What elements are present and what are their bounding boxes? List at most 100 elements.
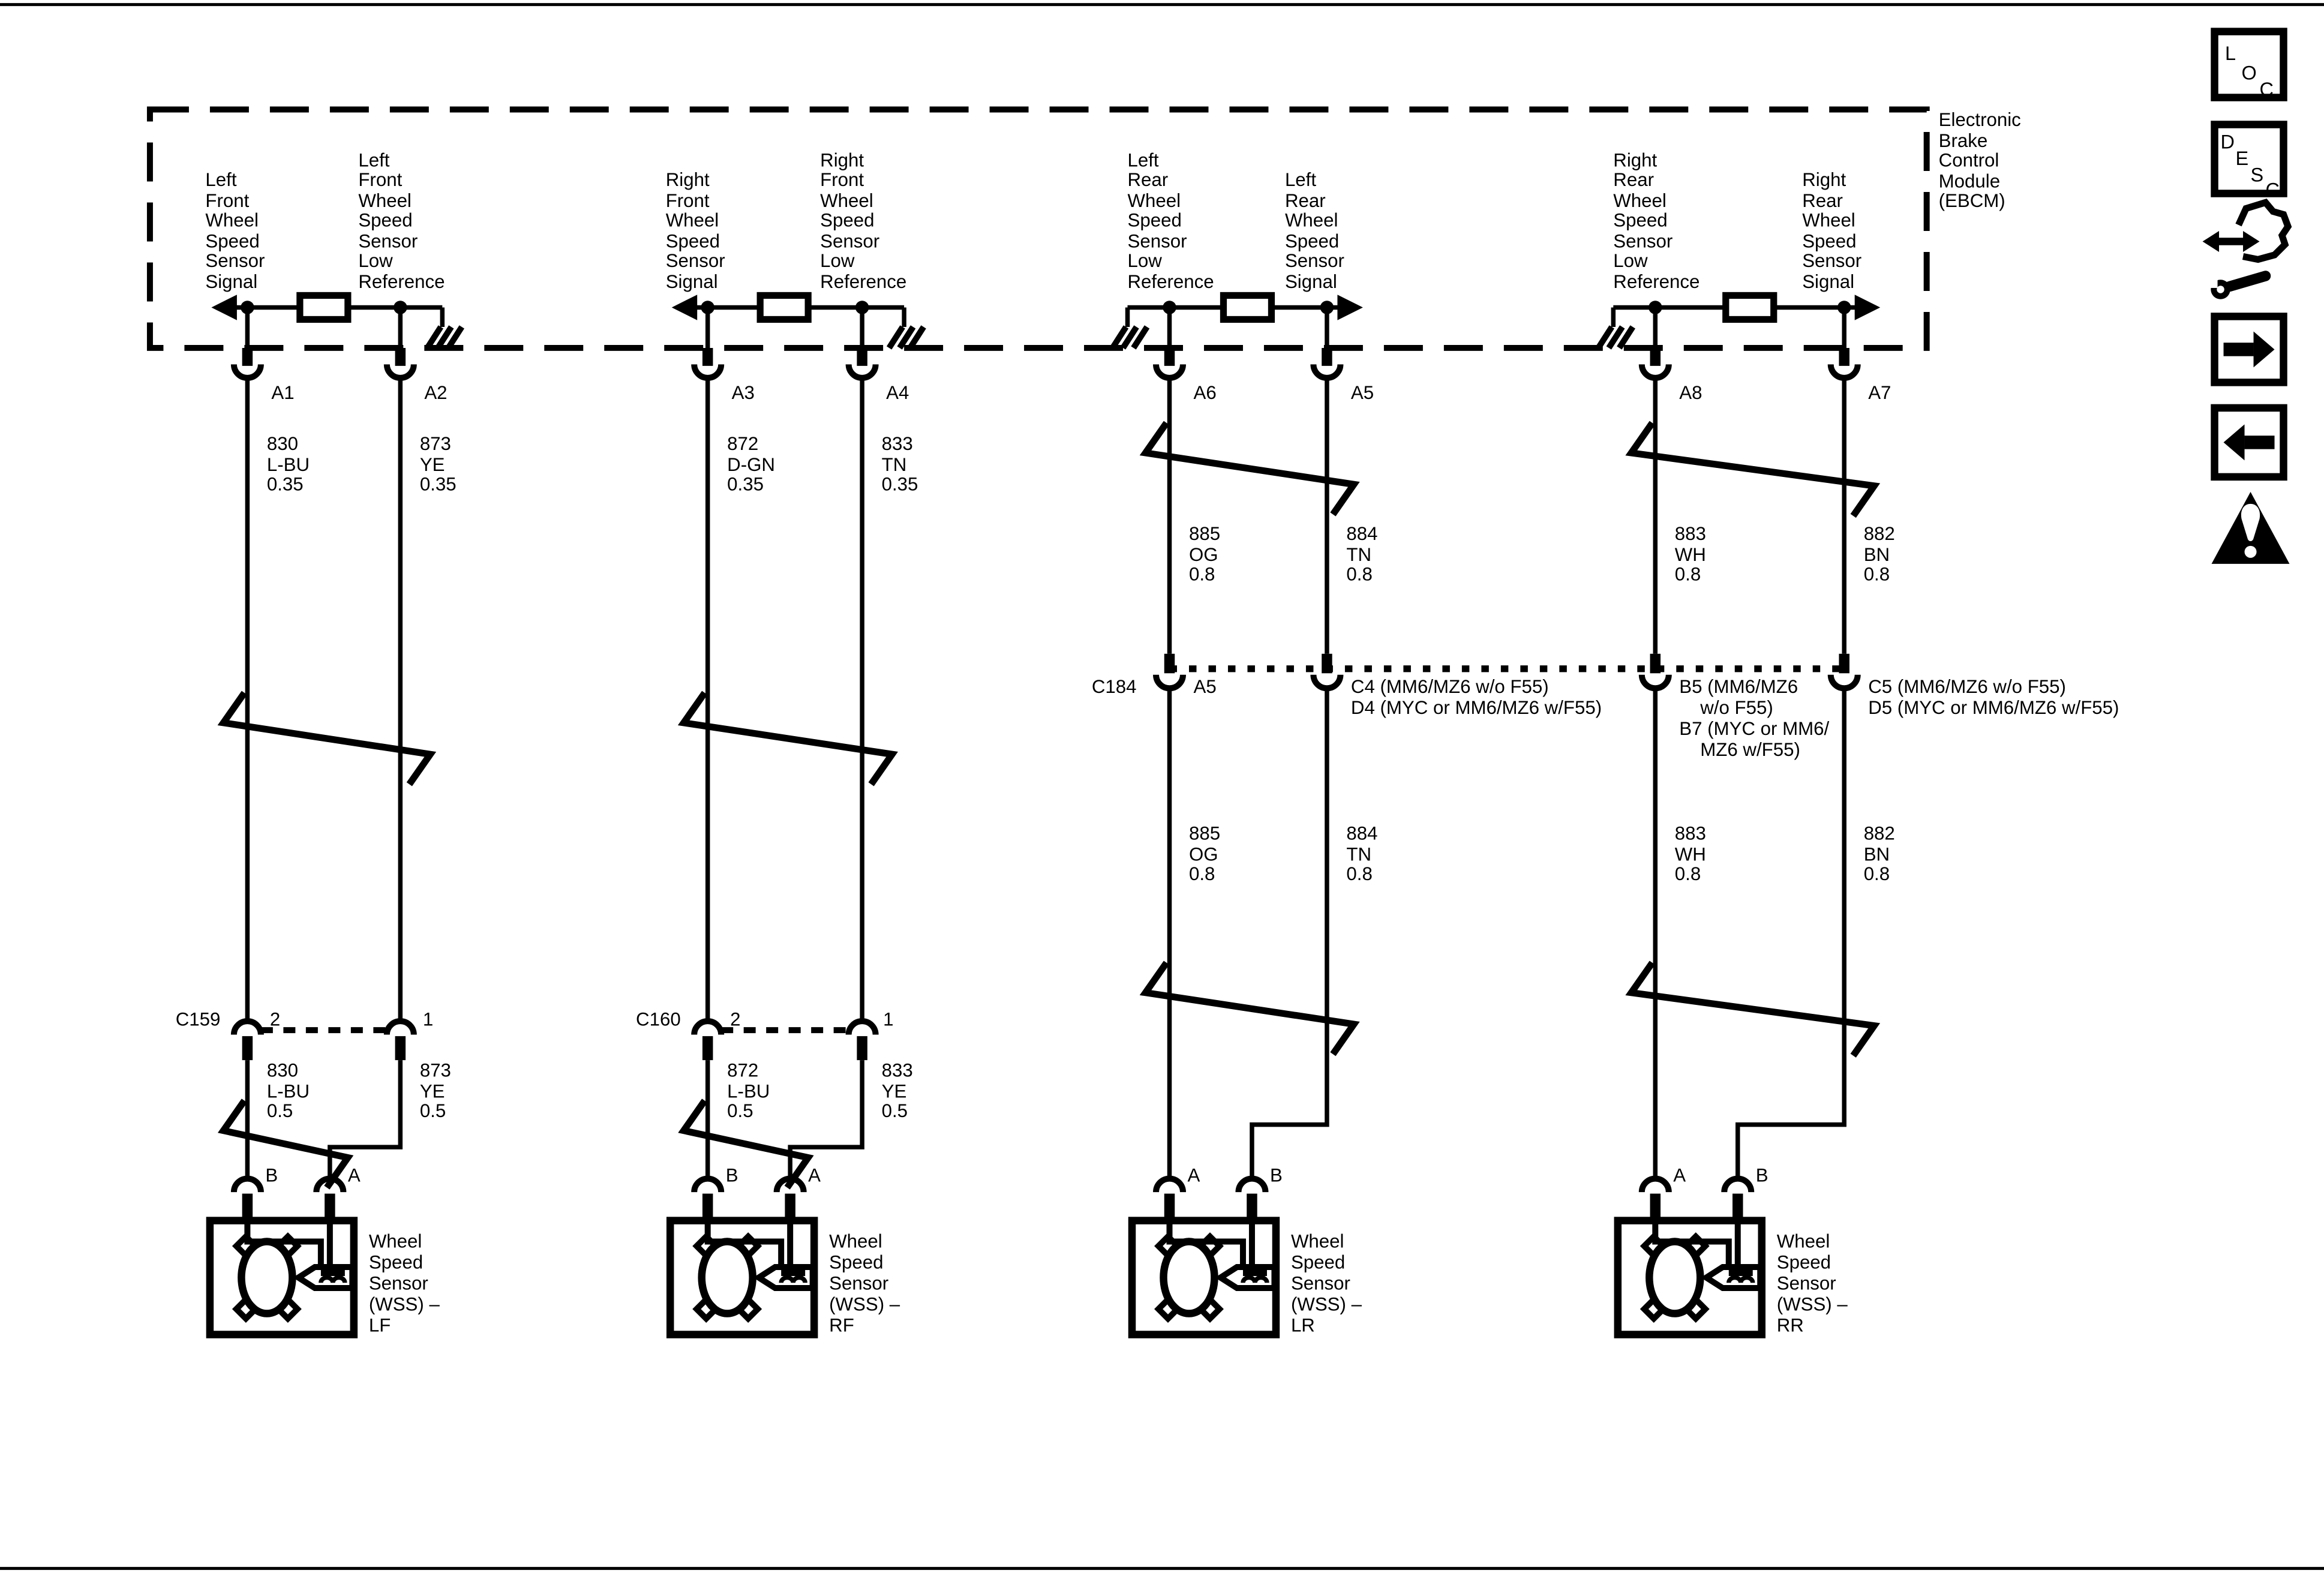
panel-outline: [2235, 199, 2292, 263]
forward-button[interactable]: [2211, 313, 2287, 386]
connector-pin-label: 1: [423, 1009, 433, 1030]
wire-color: WH: [1675, 844, 1706, 865]
desc-letter: D: [2221, 131, 2235, 153]
sensor-label-line: Sensor: [1777, 1273, 1836, 1294]
circuit-number: 884: [1346, 823, 1377, 844]
ebcm-connector-pins: A1 A2 A3 A4 A6 A5 A8 A7: [230, 347, 1891, 403]
desc-letter: S: [2251, 164, 2264, 186]
connector-pin-label: 1: [883, 1009, 893, 1030]
circuit-number: 883: [1675, 823, 1706, 844]
wire-size: 0.35: [882, 473, 918, 494]
sensor-label-line: Wheel: [1291, 1231, 1344, 1252]
ebcm-pin-label: A6: [1193, 382, 1216, 403]
sensor-pin-label: A: [1187, 1165, 1200, 1186]
signal-arrow-icon: [1854, 295, 1881, 320]
signal-arrow-icon: [1337, 295, 1363, 320]
signal-arrow-icon: [211, 295, 237, 320]
tone-wheel-tooth: [1682, 1295, 1710, 1323]
sensor-label-line: LR: [1291, 1315, 1315, 1336]
header-line: Signal: [666, 271, 718, 292]
loc-letter: O: [2242, 62, 2257, 84]
back-button-frame[interactable]: [2211, 404, 2287, 481]
desc-button[interactable]: D E S C: [2211, 121, 2287, 201]
ebcm-internal-circuits: [211, 292, 1881, 350]
header-line: Right: [666, 169, 710, 190]
sensor-pin-label: A: [1673, 1165, 1686, 1186]
loc-letter: C: [2260, 79, 2274, 100]
wire-label-rr-low-ref-top: 883 WH 0.8: [1675, 523, 1706, 584]
header-line: Low: [1613, 250, 1648, 271]
sensor-label-line: RF: [829, 1315, 854, 1336]
wire-label-lr-low-ref-top: 885 OG 0.8: [1189, 523, 1220, 584]
ebcm-module-box: Electronic Brake Control Module (EBCM): [146, 106, 2021, 351]
wss-rr: [1614, 1217, 1765, 1338]
wire-size: 0.8: [1864, 863, 1890, 884]
ebcm-pin-label: A3: [732, 382, 755, 403]
wire-color: YE: [420, 454, 445, 475]
header-line: Front: [358, 169, 402, 190]
connector-name: C160: [636, 1009, 681, 1030]
tone-wheel-tooth: [1196, 1295, 1224, 1323]
tone-wheel-tooth: [734, 1295, 762, 1323]
connector-cavity-arcs: [230, 1018, 417, 1035]
tone-wheel-icon: [698, 1238, 756, 1317]
wire-label-rf-low-ref-bottom: 833 YE 0.5: [882, 1060, 913, 1121]
wire-color: OG: [1189, 844, 1218, 865]
loc-button[interactable]: L O C: [2211, 28, 2287, 101]
circuit-number: 833: [882, 1060, 913, 1081]
connector-cavity-arcs: [230, 1175, 1755, 1193]
header-line: Right: [820, 150, 864, 171]
ground-icon: [886, 325, 926, 350]
desc-button-frame[interactable]: [2211, 121, 2287, 197]
header-rf-low-ref: Right Front Wheel Speed Sensor Low Refer…: [820, 150, 906, 292]
resistor-icon: [756, 292, 812, 323]
header-line: Left: [358, 150, 389, 171]
header-line: Right: [1802, 169, 1846, 190]
header-line: Wheel: [1128, 190, 1181, 211]
wss-rf-label: Wheel Speed Sensor (WSS) – RF: [829, 1231, 900, 1336]
desc-letter: E: [2236, 148, 2249, 169]
header-line: Left: [205, 169, 236, 190]
tone-wheel-tooth: [1196, 1232, 1224, 1260]
wss-lr: [1128, 1217, 1280, 1338]
wrench-handle: [2224, 271, 2271, 292]
pickup-icon: [293, 1264, 356, 1292]
wire-rr-signal-bottom: [1736, 688, 1846, 1179]
repair-wrench-icon[interactable]: [2202, 199, 2292, 299]
forward-button-frame[interactable]: [2211, 313, 2287, 386]
wire-size: 0.35: [267, 473, 304, 494]
wheel-speed-sensors: Wheel Speed Sensor (WSS) – LF Wheel Spee…: [206, 1217, 1848, 1338]
wss-lf-label: Wheel Speed Sensor (WSS) – LF: [369, 1231, 440, 1336]
back-button[interactable]: [2211, 404, 2287, 481]
header-line: Front: [820, 169, 864, 190]
circuit-number: 882: [1864, 523, 1895, 544]
circuit-number: 830: [267, 1060, 298, 1081]
loc-button-frame[interactable]: [2211, 28, 2287, 101]
wire-size: 0.8: [1675, 863, 1701, 884]
header-line: Speed: [1802, 230, 1856, 251]
header-line: Sensor: [205, 250, 265, 271]
pickup-coil-icon: [319, 1275, 347, 1283]
header-line: Reference: [1613, 271, 1700, 292]
sensor-label-line: Speed: [829, 1252, 883, 1273]
connector-c160: C160 2 1: [636, 1009, 893, 1061]
ebcm-pin-label: A4: [886, 382, 909, 403]
connector-c159: C159 2 1: [176, 1009, 433, 1061]
warning-icon[interactable]: [2211, 491, 2290, 564]
circuit-number: 873: [420, 433, 451, 454]
ebcm-pin-label: A8: [1679, 382, 1702, 403]
header-line: Wheel: [1285, 209, 1338, 230]
tone-wheel-tooth: [274, 1295, 302, 1323]
header-line: Reference: [358, 271, 445, 292]
wire-label-rf-signal-top: 872 D-GN 0.35: [727, 433, 775, 494]
pickup-icon: [753, 1264, 816, 1292]
tone-wheel-icon: [1160, 1238, 1218, 1317]
toolbar: L O C D E S C: [2202, 28, 2292, 564]
loc-letter: L: [2225, 43, 2236, 64]
tone-wheel-tooth: [1682, 1232, 1710, 1260]
tone-wheel-tooth: [1154, 1232, 1182, 1260]
header-line: Left: [1285, 169, 1316, 190]
ebcm-label-line: (EBCM): [1939, 190, 2005, 211]
header-lf-signal: Left Front Wheel Speed Sensor Signal: [205, 169, 265, 292]
